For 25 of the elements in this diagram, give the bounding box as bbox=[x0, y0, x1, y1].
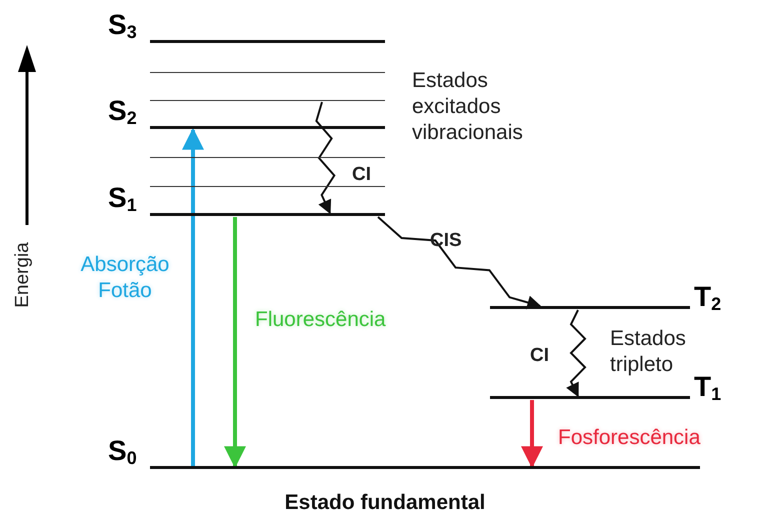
arrow bbox=[182, 128, 204, 466]
vibrational-level-line bbox=[150, 72, 385, 73]
state-label: S$_{2}$ bbox=[108, 94, 137, 130]
vibrational-level-line bbox=[150, 157, 385, 158]
edge-label: CIS bbox=[430, 229, 462, 253]
state-label: T$_{1}$ bbox=[694, 370, 722, 406]
edge-label: CI bbox=[352, 163, 371, 187]
arrow bbox=[521, 400, 543, 468]
state-label: S$_{0}$ bbox=[108, 434, 137, 470]
annotation-text: Estados tripleto bbox=[610, 326, 687, 378]
state-label: T$_{2}$ bbox=[694, 280, 722, 316]
axis-label: Energia bbox=[10, 242, 34, 308]
edge-label: Absorção Fotão bbox=[80, 252, 170, 304]
edge-label: Fosforescência bbox=[558, 425, 700, 451]
state-label: S$_{1}$ bbox=[108, 181, 137, 217]
vibrational-level-line bbox=[150, 186, 385, 187]
wavy-arrow bbox=[315, 102, 336, 214]
edge-label: Fluorescência bbox=[255, 307, 386, 333]
state-label: S$_{3}$ bbox=[108, 8, 137, 44]
annotation-text: Estados excitados vibracionais bbox=[412, 68, 524, 146]
caption-text: Estado fundamental bbox=[284, 490, 486, 515]
wavy-arrow bbox=[566, 310, 586, 398]
vibrational-level-line bbox=[150, 100, 385, 101]
arrow bbox=[224, 217, 246, 468]
edge-label: CI bbox=[530, 344, 549, 368]
